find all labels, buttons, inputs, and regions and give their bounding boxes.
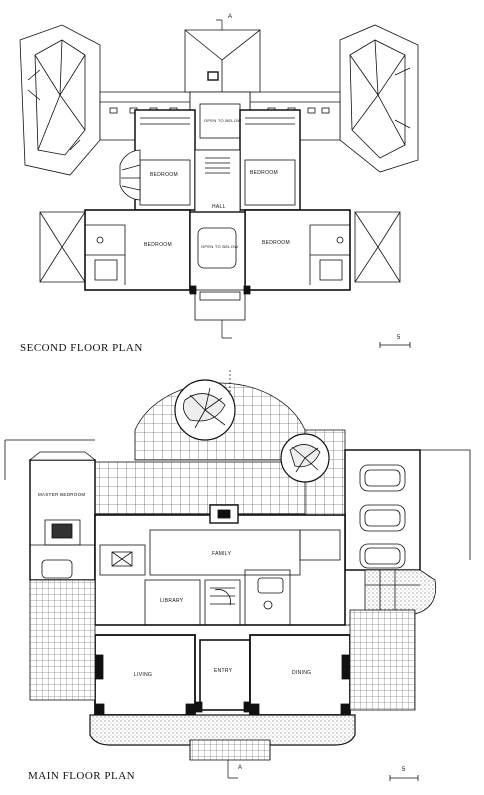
right-wing-roof [339,24,419,173]
garage-cars [359,464,406,569]
scale-mark-main-floor: 5 [402,767,406,773]
second-floor-title: SECOND FLOOR PLAN [20,342,143,354]
section-marker-main-floor: A [238,765,243,771]
left-wing-roof [19,24,101,176]
room-label-bedroom-left-upper: BEDROOM [150,172,178,178]
room-label-open-to-below-center: OPEN TO BELOW [201,244,239,249]
section-marker-second-floor: A [228,14,233,20]
room-label-family: FAMILY [212,551,232,557]
room-label-hall: HALL [212,204,226,210]
room-label-bedroom-left-lower: BEDROOM [144,242,172,248]
tree-right [280,433,330,483]
room-label-entry: ENTRY [214,668,233,674]
room-label-bedroom-right-lower: BEDROOM [262,240,290,246]
second-floor-plan [19,19,419,348]
tree-left [174,379,236,441]
room-label-master-bedroom: MASTER BEDROOM [38,492,86,497]
scale-mark-second-floor: 5 [397,335,401,341]
main-floor-plan [4,370,471,781]
room-label-bedroom-right-upper: BEDROOM [250,170,278,176]
room-label-living: LIVING [134,672,153,678]
room-label-library: LIBRARY [160,598,184,604]
room-label-open-to-below-top: OPEN TO BELOW [204,118,242,123]
room-label-dining: DINING [292,670,312,676]
main-floor-title: MAIN FLOOR PLAN [28,770,136,782]
